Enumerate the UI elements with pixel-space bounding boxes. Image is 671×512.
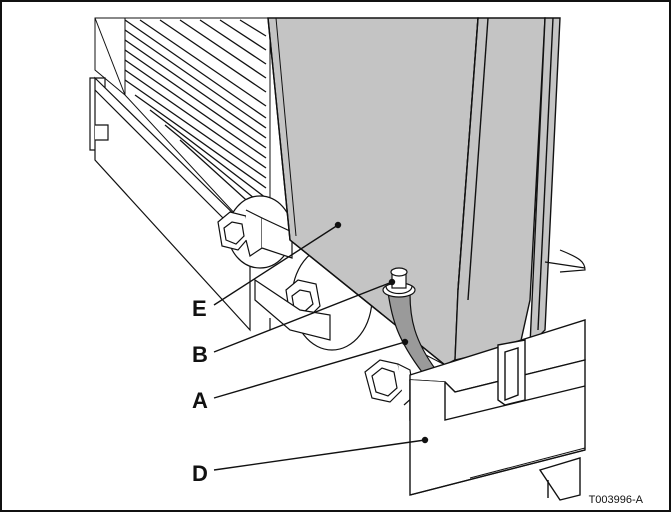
figure-reference-code: T003996-A	[588, 494, 643, 506]
leader-lines	[213, 221, 429, 471]
right-cylinder	[544, 249, 586, 273]
cooling-fins	[94, 17, 271, 252]
label-b: B	[192, 342, 208, 367]
base-rail	[89, 76, 251, 332]
label-a: A	[192, 388, 208, 413]
main-panel	[267, 17, 561, 366]
support-bracket	[409, 319, 586, 501]
label-e: E	[192, 296, 207, 321]
label-d: D	[192, 461, 208, 486]
